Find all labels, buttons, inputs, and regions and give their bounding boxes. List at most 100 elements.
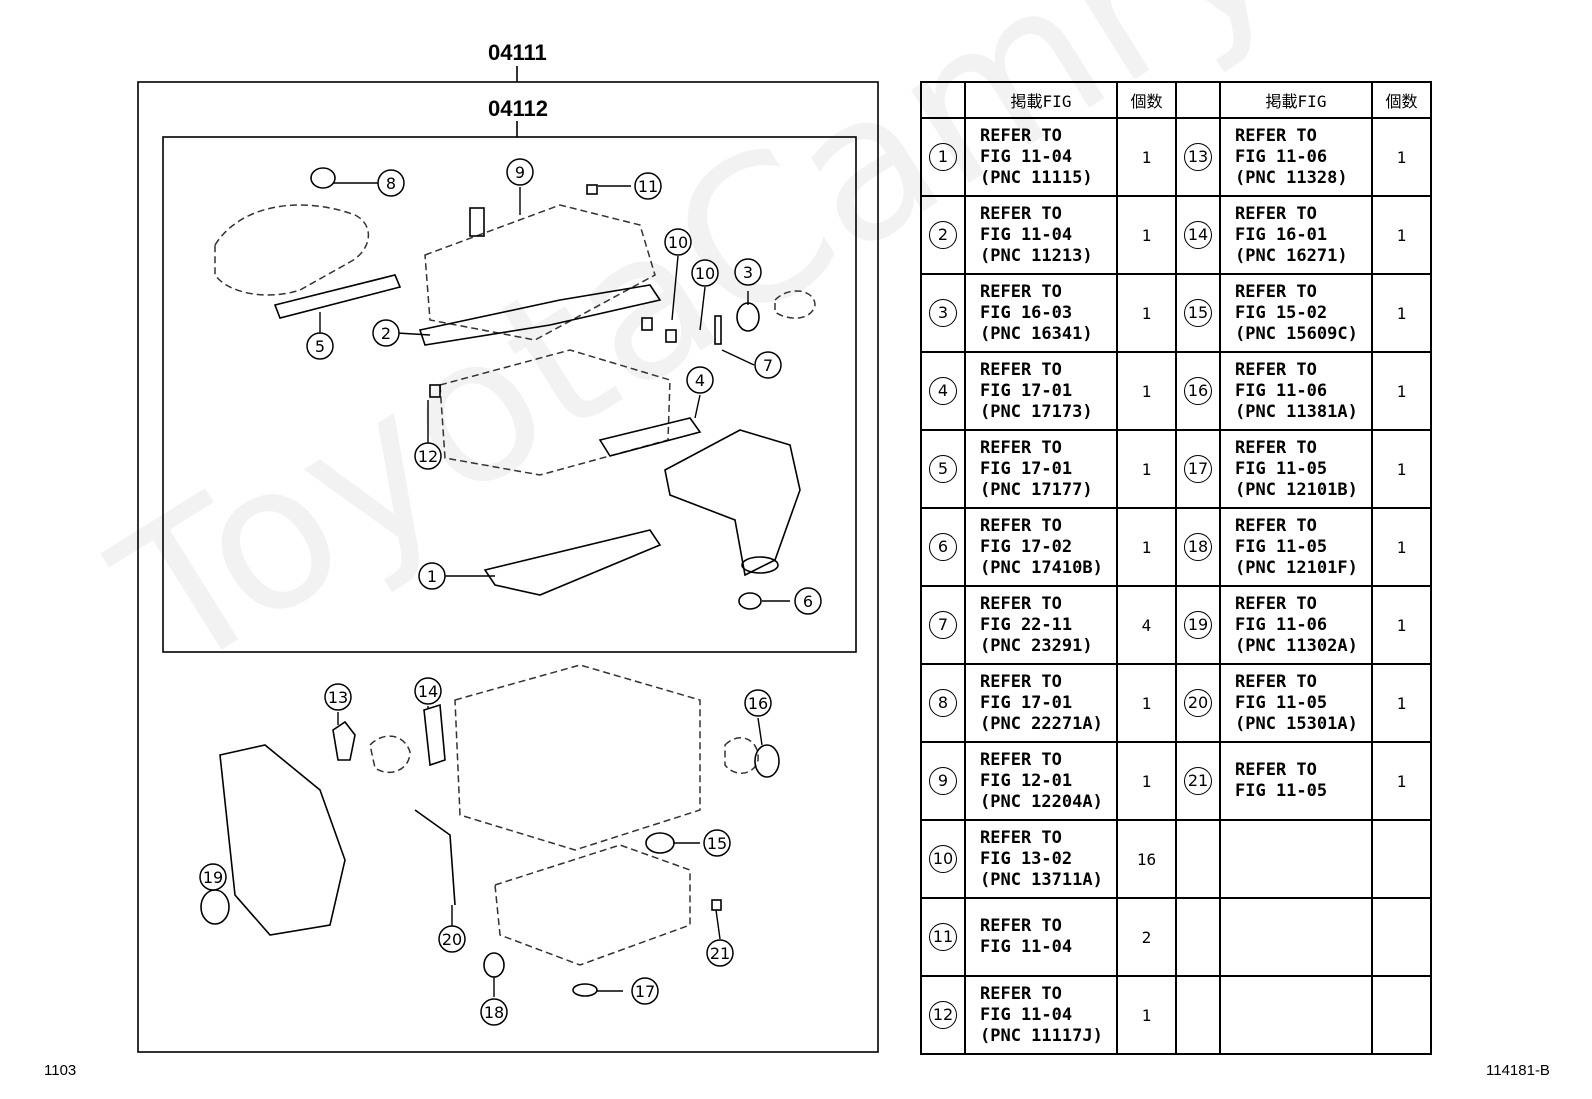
part-number-circle: 12 — [929, 1001, 957, 1029]
part-number-circle: 6 — [929, 533, 957, 561]
gasket-6 — [738, 592, 762, 610]
quantity: 1 — [1371, 429, 1432, 509]
quantity: 1 — [1371, 351, 1432, 431]
fig-reference: REFER TO FIG 11-05 — [1219, 741, 1373, 821]
quantity: 16 — [1116, 819, 1177, 899]
part-number-circle: 1 — [929, 143, 957, 171]
svg-text:16: 16 — [748, 694, 768, 713]
svg-text:7: 7 — [763, 356, 773, 375]
quantity — [1371, 897, 1432, 977]
svg-text:14: 14 — [418, 682, 438, 701]
callout-15: 15 — [703, 829, 731, 857]
quantity: 1 — [1116, 195, 1177, 275]
part-number-circle: 8 — [929, 689, 957, 717]
seal-washer-10a — [641, 317, 653, 331]
ring-8 — [310, 167, 336, 189]
callout-10b: 10 — [691, 259, 719, 287]
part-number-circle: 4 — [929, 377, 957, 405]
part-number-circle: 7 — [929, 611, 957, 639]
quantity: 1 — [1371, 507, 1432, 587]
part-number-circle: 14 — [1184, 221, 1212, 249]
part-number-circle: 5 — [929, 455, 957, 483]
stud-7 — [714, 315, 722, 345]
callout-5: 5 — [306, 332, 334, 360]
quantity: 1 — [1371, 273, 1432, 353]
water-pump-sketch — [369, 735, 411, 773]
quantity — [1371, 819, 1432, 899]
svg-text:21: 21 — [710, 944, 730, 963]
header-fig: 掲載FIG — [964, 81, 1118, 119]
seal-washer-10b — [665, 329, 677, 343]
svg-text:12: 12 — [418, 447, 438, 466]
gasket-13 — [332, 720, 356, 761]
callout-14: 14 — [414, 677, 442, 705]
svg-text:5: 5 — [315, 337, 325, 356]
callout-19: 19 — [199, 863, 227, 891]
fig-reference: REFER TO FIG 11-04 (PNC 11115) — [964, 117, 1118, 197]
exhaust-gasket — [598, 417, 702, 457]
kit-04112-frame — [162, 136, 857, 653]
quantity: 1 — [1371, 663, 1432, 743]
callout-18: 18 — [480, 998, 508, 1026]
intake-manifold-sketch — [214, 204, 370, 296]
callout-1: 1 — [418, 562, 446, 590]
kit-04111-frame — [137, 81, 879, 1053]
svg-text:18: 18 — [484, 1003, 504, 1022]
callout-4: 4 — [686, 366, 714, 394]
quantity: 1 — [1116, 507, 1177, 587]
fig-reference: REFER TO FIG 11-06 (PNC 11381A) — [1219, 351, 1373, 431]
svg-text:19: 19 — [203, 868, 223, 887]
quantity: 1 — [1371, 741, 1432, 821]
fig-reference — [1219, 975, 1373, 1055]
head-cover-sketch — [424, 204, 656, 341]
oil-seal-19 — [200, 889, 230, 925]
timing-cover — [219, 744, 346, 936]
quantity: 1 — [1116, 429, 1177, 509]
oil-seal-3 — [736, 302, 760, 332]
quantity: 1 — [1116, 741, 1177, 821]
quantity: 1 — [1116, 273, 1177, 353]
plug-21 — [711, 899, 722, 911]
svg-text:3: 3 — [743, 263, 753, 282]
kit-04111-label: 04111 — [488, 40, 547, 65]
fig-reference: REFER TO FIG 17-02 (PNC 17410B) — [964, 507, 1118, 587]
svg-text:10: 10 — [668, 233, 688, 252]
callout-9: 9 — [506, 158, 534, 186]
plug-tube-9 — [469, 207, 485, 237]
quantity: 2 — [1116, 897, 1177, 977]
quantity: 1 — [1116, 117, 1177, 197]
dipstick-guide-20 — [414, 809, 456, 906]
gasket-18 — [483, 952, 505, 978]
callout-17: 17 — [631, 977, 659, 1005]
part-number-circle: 10 — [929, 845, 957, 873]
oil-pan-sketch — [494, 844, 691, 966]
callout-12: 12 — [414, 442, 442, 470]
svg-text:20: 20 — [442, 930, 462, 949]
cylinder-head-sketch — [439, 349, 671, 476]
quantity: 1 — [1371, 585, 1432, 665]
svg-text:17: 17 — [635, 982, 655, 1001]
gasket-14 — [423, 703, 446, 767]
fig-reference: REFER TO FIG 17-01 (PNC 17173) — [964, 351, 1118, 431]
callout-8: 8 — [377, 169, 405, 197]
callout-21: 21 — [706, 939, 734, 967]
callout-11: 11 — [634, 172, 662, 200]
part-number-circle: 13 — [1184, 143, 1212, 171]
svg-text:13: 13 — [328, 688, 348, 707]
kit-04112-label: 04112 — [488, 96, 548, 121]
fig-reference: REFER TO FIG 11-06 (PNC 11328) — [1219, 117, 1373, 197]
svg-text:2: 2 — [381, 324, 391, 343]
part-number-circle: 18 — [1184, 533, 1212, 561]
exploded-parts-diagram: 1 2 3 4 5 6 7 8 9 10 10 11 12 13 14 15 1… — [137, 66, 879, 1053]
fig-reference: REFER TO FIG 22-11 (PNC 23291) — [964, 585, 1118, 665]
fig-reference: REFER TO FIG 11-04 (PNC 11213) — [964, 195, 1118, 275]
